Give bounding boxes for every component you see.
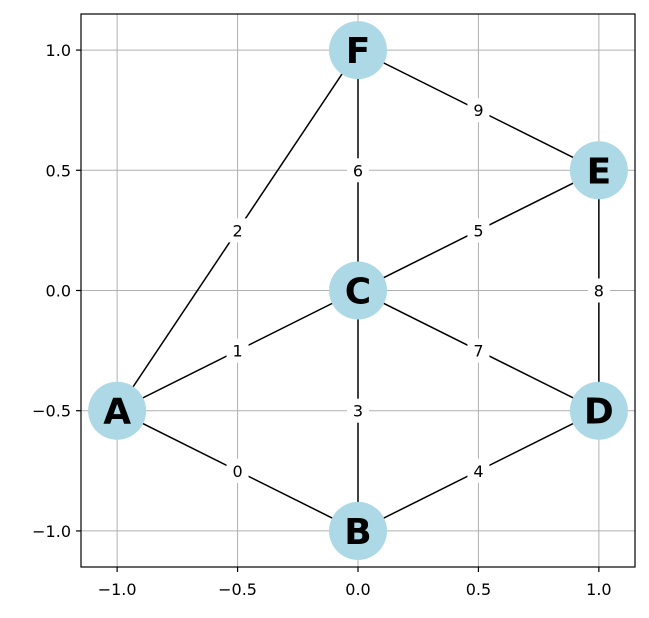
node-label: D — [584, 392, 614, 433]
edge-weight-label: 9 — [473, 101, 483, 120]
edge-label-background — [467, 218, 490, 243]
node-label: A — [103, 392, 131, 433]
axis-ticks: −1.0 −0.5 0.0 0.5 1.0 1.0 0.5 0.0 −0.5 −1.0 — [32, 41, 611, 599]
edge-weight-label: 1 — [232, 342, 242, 361]
node-a: A — [88, 381, 147, 440]
y-tick-label: 0.5 — [46, 161, 71, 180]
edge-label-background — [226, 218, 249, 243]
node-c: C — [329, 261, 387, 320]
x-tick-label: 1.0 — [586, 580, 611, 599]
node-label: F — [346, 31, 371, 72]
edge-weight-label: 3 — [353, 402, 363, 421]
node-label: E — [587, 151, 612, 192]
edge-label-background — [347, 158, 369, 183]
node-f: F — [329, 21, 387, 80]
y-tick-label: 1.0 — [46, 41, 71, 60]
edge-weight-label: 0 — [232, 462, 242, 481]
edge-label-background — [467, 98, 490, 123]
edge-label-background — [226, 458, 249, 483]
node-circle — [329, 21, 387, 80]
node-circle — [329, 261, 387, 320]
y-tick-label: −1.0 — [32, 522, 71, 541]
node-label: C — [345, 272, 371, 313]
edge-label-background — [226, 338, 249, 363]
node-circle — [329, 501, 387, 560]
edge-weight-label: 8 — [594, 282, 604, 301]
edge-label-background — [347, 398, 369, 423]
node-d: D — [569, 381, 628, 440]
edge-labels: 0 1 2 3 4 5 6 7 8 9 — [226, 98, 610, 483]
node-circle — [569, 141, 628, 200]
x-tick-label: 0.5 — [466, 580, 491, 599]
nodes: A B C D E F — [88, 21, 628, 560]
edge-weight-label: 5 — [473, 221, 483, 240]
edge-weight-label: 7 — [473, 342, 483, 361]
y-tick-label: −0.5 — [32, 402, 71, 421]
node-circle — [569, 381, 628, 440]
edge-weight-label: 4 — [473, 462, 483, 481]
edge-label-background — [467, 458, 490, 483]
x-tick-label: −1.0 — [98, 580, 137, 599]
node-label: B — [344, 512, 371, 553]
node-e: E — [569, 141, 628, 200]
edge-weight-label: 2 — [232, 221, 242, 240]
edge-label-background — [587, 278, 610, 303]
edge-label-background — [467, 338, 490, 363]
edge-weight-label: 6 — [353, 161, 363, 180]
node-b: B — [329, 501, 387, 560]
x-tick-label: 0.0 — [345, 580, 370, 599]
x-tick-label: −0.5 — [218, 580, 257, 599]
y-tick-label: 0.0 — [46, 282, 71, 301]
node-circle — [88, 381, 147, 440]
